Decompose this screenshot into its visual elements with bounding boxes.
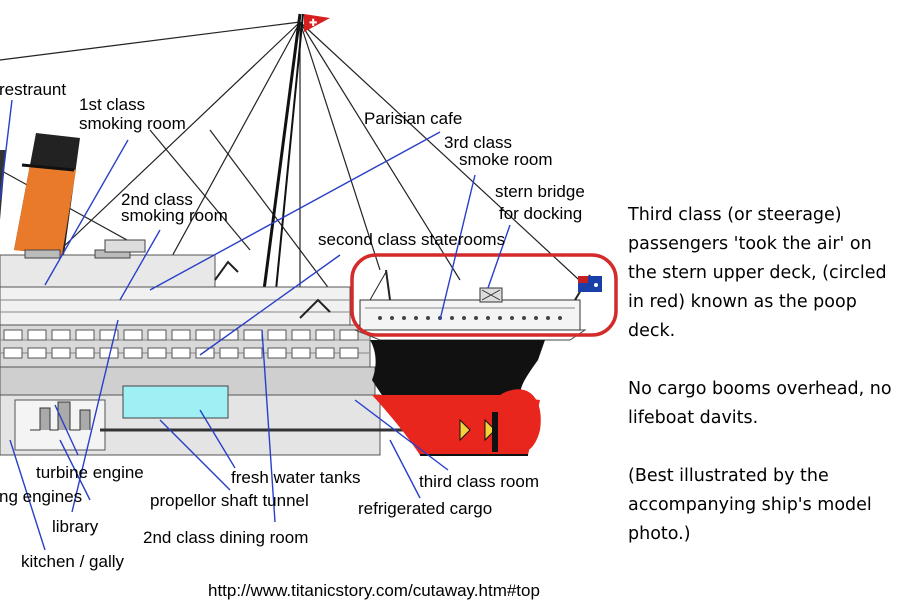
caption-paragraph-model-photo: (Best illustrated by the accompanying sh… [628, 466, 872, 544]
label-third-class-smoke-1: 3rd class [444, 133, 512, 152]
label-refrigerated-cargo: refrigerated cargo [358, 499, 492, 518]
label-second-class-smoking-2: smoking room [121, 206, 228, 225]
caption-text: Third class (or steerage) passengers 'to… [628, 201, 893, 549]
label-engines: ng engines [0, 487, 82, 506]
masthead-flag [304, 14, 330, 32]
funnel [0, 133, 80, 255]
rigging [0, 21, 591, 291]
caption-paragraph-no-booms: No cargo booms overhead, no lifeboat dav… [628, 379, 892, 428]
label-fresh-water-tanks: fresh water tanks [231, 468, 360, 487]
label-second-class-staterooms: second class staterooms [318, 230, 505, 249]
label-stern-bridge-1: stern bridge [495, 182, 585, 201]
label-propellor-shaft-tunnel: propellor shaft tunnel [150, 491, 309, 510]
label-third-class-smoke-2: smoke room [459, 150, 553, 169]
label-restaurant: restraunt [0, 80, 66, 99]
label-second-class-smoking-1: 2nd class [121, 190, 193, 209]
diagram-labels: restraunt 1st class smoking room Parisia… [0, 80, 585, 571]
deck-cranes [214, 260, 331, 319]
label-third-class-room: third class room [419, 472, 539, 491]
mast: ✚ [262, 13, 330, 291]
lower-hull [0, 366, 500, 456]
label-first-class-smoking-2: smoking room [79, 114, 186, 133]
poop-deck [359, 269, 602, 331]
label-first-class-smoking-1: 1st class [79, 95, 145, 114]
label-kitchen-galley: kitchen / gally [21, 552, 124, 571]
label-turbine-engine: turbine engine [36, 463, 144, 482]
label-parisian-cafe: Parisian cafe [364, 109, 462, 128]
stern-hull [354, 329, 587, 456]
svg-text:✚: ✚ [309, 18, 317, 29]
label-second-class-dining-room: 2nd class dining room [143, 528, 308, 547]
cabin-grid [3, 329, 359, 359]
fresh-water-tank [122, 385, 229, 419]
pointer-lines [0, 99, 511, 551]
label-library: library [52, 517, 99, 536]
poop-deck-highlight-circle [350, 253, 618, 337]
source-url: http://www.titanicstory.com/cutaway.htm#… [208, 581, 540, 600]
label-stern-bridge-2: for docking [499, 204, 582, 223]
caption-paragraph-poop-deck: Third class (or steerage) passengers 'to… [628, 205, 887, 341]
